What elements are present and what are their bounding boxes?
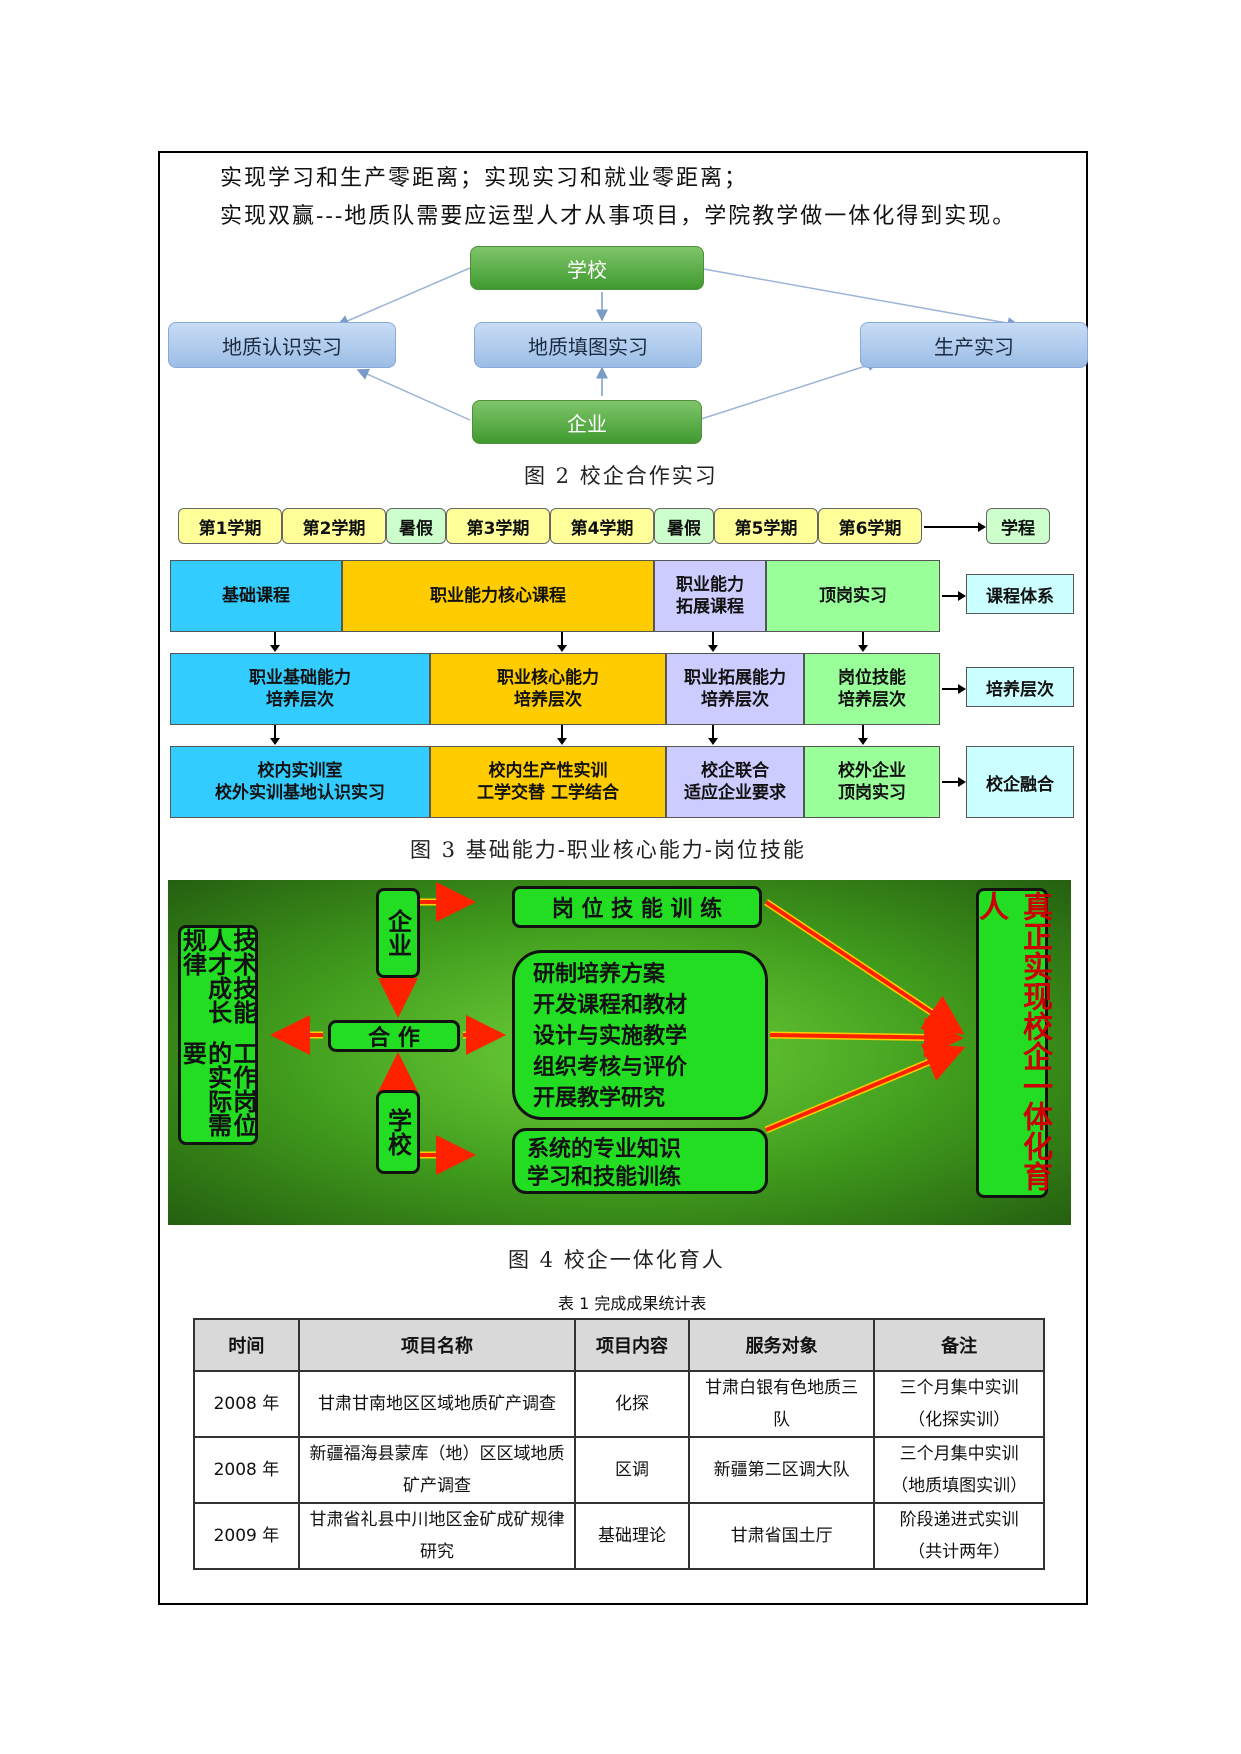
row1-extension-course: 职业能力 拓展课程 <box>654 560 766 632</box>
cell-target: 新疆第二区调大队 <box>687 1436 876 1504</box>
row1-side-label: 课程体系 <box>966 574 1074 614</box>
cell-remarks: 三个月集中实训 （地质填图实训） <box>873 1436 1045 1504</box>
fig2-school-box: 学校 <box>470 246 704 290</box>
fig4-middle-item: 组织考核与评价 <box>533 1054 688 1080</box>
header-remarks: 备注 <box>873 1318 1045 1372</box>
row3-side-arrow <box>942 777 966 787</box>
down-arrow <box>708 725 718 745</box>
results-table: 时间 项目名称 项目内容 服务对象 备注 2008 年 甘肃甘南地区区域地质矿产… <box>193 1318 1045 1570</box>
process-arrow <box>924 522 986 532</box>
semester-5: 第5学期 <box>714 508 818 544</box>
summer-break-1: 暑假 <box>386 508 446 544</box>
down-arrow <box>858 632 868 652</box>
cell-time: 2009 年 <box>193 1502 300 1570</box>
table-header-row: 时间 项目名称 项目内容 服务对象 备注 <box>193 1318 1045 1372</box>
fig4-school-box: 学校 <box>376 1090 420 1174</box>
cell-content: 基础理论 <box>574 1502 690 1570</box>
text-line-1: 实现学习和生产零距离；实现实习和就业零距离； <box>220 166 749 191</box>
row2-basic-ability: 职业基础能力 培养层次 <box>170 653 430 725</box>
header-service-target: 服务对象 <box>687 1318 876 1372</box>
fig4-enterprise-box: 企业 <box>376 888 420 978</box>
header-project-name: 项目名称 <box>297 1318 577 1372</box>
table-row: 2009 年 甘肃省礼县中川地区金矿成矿规律研究 基础理论 甘肃省国土厅 阶段递… <box>193 1502 1045 1570</box>
process-box: 学程 <box>986 508 1050 544</box>
table-row: 2008 年 新疆福海县蒙库（地）区区域地质矿产调查 区调 新疆第二区调大队 三… <box>193 1436 1045 1504</box>
row3-external-internship: 校外企业 顶岗实习 <box>804 746 940 818</box>
fig4-right-box: 真正实现校企一体化育人 <box>973 888 1052 1198</box>
fig2-geology-cognition-box: 地质认识实习 <box>168 322 396 368</box>
table-row: 2008 年 甘肃甘南地区区域地质矿产调查 化探 甘肃白银有色地质三队 三个月集… <box>193 1370 1045 1438</box>
cell-project-name: 甘肃甘南地区区域地质矿产调查 <box>297 1370 577 1438</box>
down-arrow <box>270 632 280 652</box>
row2-side-label: 培养层次 <box>966 667 1074 707</box>
down-arrow <box>270 725 280 745</box>
cell-remarks: 阶段递进式实训 （共计两年） <box>873 1502 1045 1570</box>
fig4-bottom-box: 系统的专业知识 学习和技能训练 <box>512 1128 768 1194</box>
fig4-middle-item: 设计与实施教学 <box>533 1023 688 1049</box>
row2-extension-ability: 职业拓展能力 培养层次 <box>666 653 804 725</box>
semester-4: 第4学期 <box>550 508 654 544</box>
down-arrow <box>557 632 567 652</box>
fig2-connectors <box>336 267 1020 421</box>
table-title: 表 1 完成成果统计表 <box>558 1294 707 1313</box>
header-time: 时间 <box>193 1318 300 1372</box>
cell-time: 2008 年 <box>193 1436 300 1504</box>
row2-post-skill: 岗位技能 培养层次 <box>804 653 940 725</box>
down-arrow <box>557 725 567 745</box>
document-frame <box>158 151 1088 1605</box>
row1-basic-course: 基础课程 <box>170 560 342 632</box>
fig4-left-col2: 工作岗位的实际需要 <box>178 1040 258 1137</box>
fig4-middle-item: 开发课程和教材 <box>533 992 688 1018</box>
semester-1: 第1学期 <box>178 508 282 544</box>
semester-3: 第3学期 <box>446 508 550 544</box>
fig4-bottom-line: 系统的专业知识 <box>527 1136 682 1162</box>
fig4-left-box: 技术技能人才成长规律 工作岗位的实际需要 <box>178 925 258 1145</box>
semester-2: 第2学期 <box>282 508 386 544</box>
cell-time: 2008 年 <box>193 1370 300 1438</box>
fig4-arrows <box>270 882 966 1175</box>
fig4-bottom-line: 学习和技能训练 <box>527 1164 682 1190</box>
cell-project-name: 甘肃省礼县中川地区金矿成矿规律研究 <box>297 1502 577 1570</box>
fig4-caption: 图 4 校企一体化育人 <box>508 1248 725 1272</box>
fig4-cooperation-box: 合 作 <box>328 1020 460 1052</box>
fig4-left-col1: 技术技能人才成长规律 <box>178 928 258 1024</box>
cell-target: 甘肃白银有色地质三队 <box>687 1370 876 1438</box>
summer-break-2: 暑假 <box>654 508 714 544</box>
fig4-middle-box: 研制培养方案 开发课程和教材 设计与实施教学 组织考核与评价 开展教学研究 <box>512 950 768 1120</box>
row1-side-arrow <box>942 591 966 601</box>
fig2-caption: 图 2 校企合作实习 <box>524 464 718 488</box>
row1-core-course: 职业能力核心课程 <box>342 560 654 632</box>
down-arrow <box>708 632 718 652</box>
fig4-middle-item: 开展教学研究 <box>533 1085 666 1111</box>
fig4-middle-item: 研制培养方案 <box>533 961 666 987</box>
row3-joint-training: 校企联合 适应企业要求 <box>666 746 804 818</box>
cell-content: 化探 <box>574 1370 690 1438</box>
fig4-panel: 技术技能人才成长规律 工作岗位的实际需要 企业 合 作 学校 岗 位 技 能 训… <box>168 880 1071 1225</box>
row1-internship: 顶岗实习 <box>766 560 940 632</box>
cell-target: 甘肃省国土厅 <box>687 1502 876 1570</box>
fig2-production-box: 生产实习 <box>860 322 1088 368</box>
header-project-content: 项目内容 <box>574 1318 690 1372</box>
row2-core-ability: 职业核心能力 培养层次 <box>430 653 666 725</box>
row3-side-label: 校企融合 <box>966 746 1074 818</box>
row2-side-arrow <box>942 684 966 694</box>
cell-content: 区调 <box>574 1436 690 1504</box>
row3-campus-training: 校内实训室 校外实训基地认识实习 <box>170 746 430 818</box>
row3-productive-training: 校内生产性实训 工学交替 工学结合 <box>430 746 666 818</box>
fig2-geology-mapping-box: 地质填图实习 <box>474 322 702 368</box>
fig2-enterprise-box: 企业 <box>472 400 702 444</box>
semester-6: 第6学期 <box>818 508 922 544</box>
down-arrow <box>858 725 868 745</box>
fig4-post-skill-box: 岗 位 技 能 训 练 <box>512 886 762 928</box>
text-line-2: 实现双赢---地质队需要应运型人才从事项目，学院教学做一体化得到实现。 <box>220 204 1017 229</box>
fig3-caption: 图 3 基础能力-职业核心能力-岗位技能 <box>410 838 806 862</box>
cell-remarks: 三个月集中实训 （化探实训） <box>873 1370 1045 1438</box>
cell-project-name: 新疆福海县蒙库（地）区区域地质矿产调查 <box>297 1436 577 1504</box>
